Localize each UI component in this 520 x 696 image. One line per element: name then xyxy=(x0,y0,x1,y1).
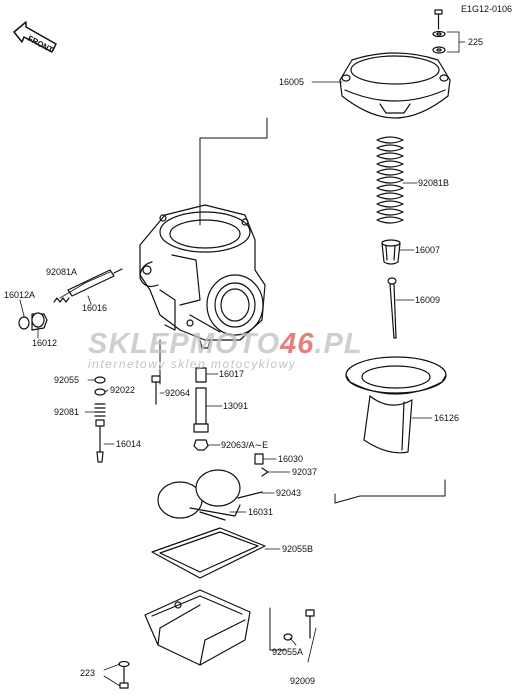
watermark-tagline: internetowy sklep motocyklowy xyxy=(88,357,297,371)
screw-223-icon xyxy=(118,660,130,689)
watermark-logo: SKLEPMOTO46.PL xyxy=(88,328,363,361)
watermark-brand-part3: 46 xyxy=(280,328,315,360)
part-label-16009: 16009 xyxy=(415,295,441,305)
part-label-92055a: 92055A xyxy=(272,647,304,657)
spring-92081-icon xyxy=(94,403,106,417)
needle-jet-13091-icon xyxy=(193,387,209,433)
gasket-92055b-icon xyxy=(151,527,266,579)
leader-lines xyxy=(19,31,466,687)
part-label-92009: 92009 xyxy=(290,676,316,686)
needle-16009-icon xyxy=(387,277,397,339)
part-label-92055: 92055 xyxy=(54,375,80,385)
drawing-code: E1G12-0106 xyxy=(460,4,512,14)
watermark-brand-part4: .PL xyxy=(314,328,363,360)
o-ring-92055-icon xyxy=(94,376,106,384)
part-label-16017: 16017 xyxy=(219,369,245,379)
main-jet-92063-icon xyxy=(193,439,209,451)
washer-92022-icon xyxy=(94,388,106,396)
carburetor-body-icon xyxy=(139,204,266,349)
assembly-bracket-lines xyxy=(159,117,446,651)
float-bowl-icon xyxy=(144,589,251,666)
part-label-16007: 16007 xyxy=(415,245,441,255)
jet-92064-icon xyxy=(151,375,161,405)
part-label-16031: 16031 xyxy=(248,507,274,517)
screw-16014-icon xyxy=(95,419,105,463)
jet-16017-icon xyxy=(195,367,207,383)
part-label-92081: 92081 xyxy=(54,407,80,417)
part-label-16012a: 16012A xyxy=(4,290,36,300)
float-valve-16030-icon xyxy=(254,453,264,465)
part-label-223: 223 xyxy=(80,668,96,678)
part-label-13091: 13091 xyxy=(223,401,249,411)
part-label-92064: 92064 xyxy=(165,388,191,398)
part-label-16030: 16030 xyxy=(278,454,304,464)
spring-92081a-icon xyxy=(53,297,70,303)
needle-holder-16007-icon xyxy=(381,239,401,265)
drain-screw-92009-icon xyxy=(283,609,315,641)
part-label-92037: 92037 xyxy=(292,467,318,477)
part-label-92081a: 92081A xyxy=(46,267,78,277)
part-label-92022: 92022 xyxy=(110,385,136,395)
pilot-screw-cap-16012a-icon xyxy=(18,312,48,331)
part-label-92081b: 92081B xyxy=(418,178,450,188)
spring-92081b-icon xyxy=(376,136,404,224)
watermark-brand-part1: SKLEP xyxy=(88,328,190,360)
part-label-16126: 16126 xyxy=(434,413,460,423)
pilot-screw-16016-icon xyxy=(67,268,123,297)
float-16031-icon xyxy=(157,469,241,521)
screw-225-icon xyxy=(432,9,446,54)
part-label-16016: 16016 xyxy=(82,303,108,313)
watermark-brand-part2: MOTO xyxy=(189,328,281,360)
clip-92037-icon xyxy=(261,467,269,477)
part-label-16014: 16014 xyxy=(116,439,142,449)
part-label-16012: 16012 xyxy=(32,338,58,348)
pin-92043-icon xyxy=(237,491,263,499)
part-label-92055b: 92055B xyxy=(282,544,314,554)
vacuum-piston-16126-icon xyxy=(345,356,447,454)
part-label-16005: 16005 xyxy=(279,77,305,87)
part-label-92063: 92063/A∼E xyxy=(221,440,269,450)
part-label-92043: 92043 xyxy=(276,488,302,498)
top-cover-16005-icon xyxy=(339,52,451,119)
front-arrow-icon: FRONT xyxy=(13,21,57,55)
part-label-225: 225 xyxy=(468,37,484,47)
